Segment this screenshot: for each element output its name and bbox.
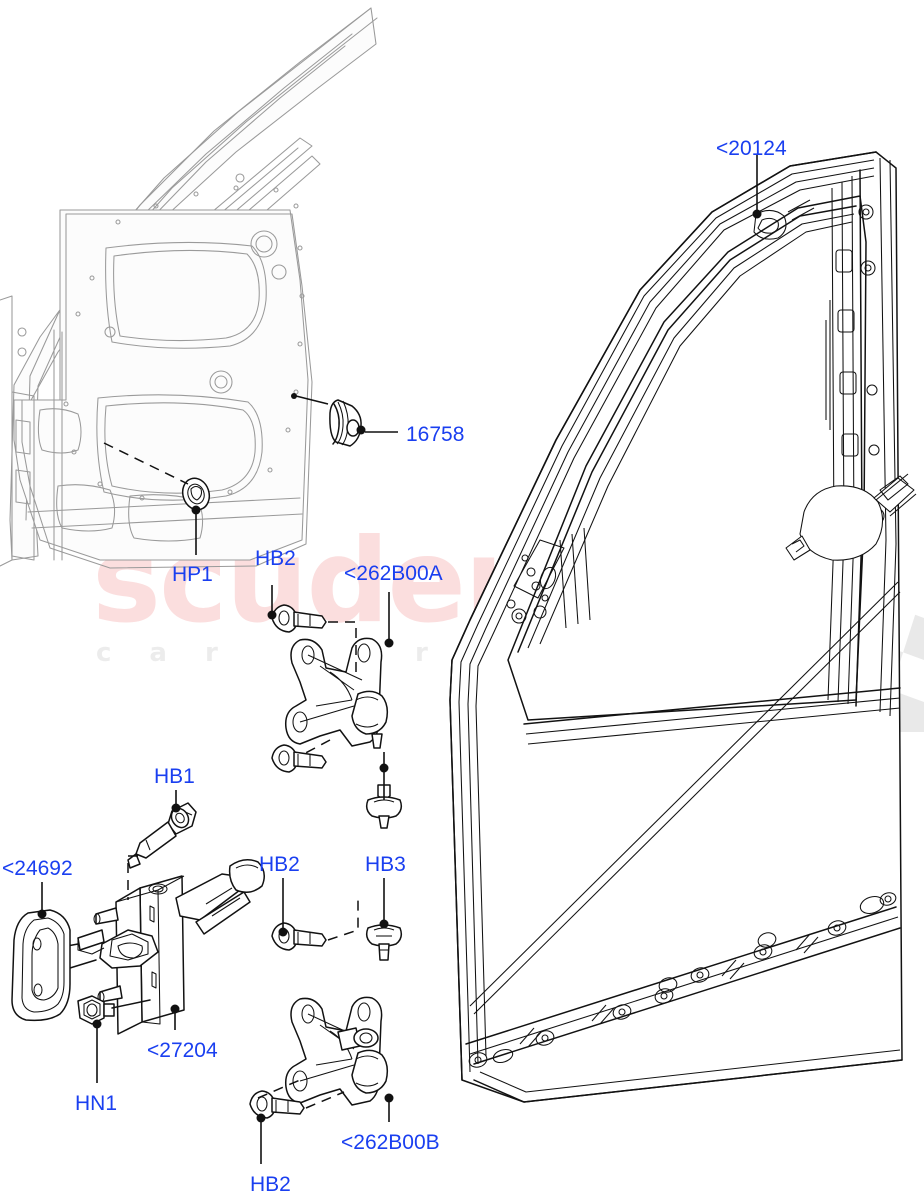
check-arm-nut-drawing <box>77 995 151 1025</box>
leader-lines <box>37 155 762 1164</box>
assembly-dashed-lines <box>103 442 359 1109</box>
callout-20124[interactable]: <20124 <box>716 137 787 160</box>
hinge-bolt-hb2-mid-drawing <box>271 922 327 951</box>
callout-hb2-lower[interactable]: HB2 <box>250 1173 291 1196</box>
grommet-drawing <box>329 399 362 447</box>
check-arm-bolt-hb1-drawing <box>127 802 197 869</box>
callout-hb1[interactable]: HB1 <box>154 765 195 788</box>
door-handle-shape <box>785 473 917 561</box>
check-arm-cover-drawing <box>11 909 71 1022</box>
callout-hb2-upper[interactable]: HB2 <box>255 547 296 570</box>
blanking-plug-drawing <box>181 477 211 511</box>
door-outer-panel-drawing <box>449 151 917 1103</box>
hinge-bolt-hb2-upper-drawing <box>271 604 327 633</box>
callout-hb2-mid[interactable]: HB2 <box>259 853 300 876</box>
upper-hinge-drawing <box>284 637 389 749</box>
door-check-arm-drawing <box>55 859 265 1035</box>
callout-hn1[interactable]: HN1 <box>75 1092 118 1115</box>
callout-262b00a[interactable]: <262B00A <box>344 562 443 585</box>
callout-24692[interactable]: <24692 <box>2 857 73 880</box>
hinge-bolt-hb2-mid-upper-drawing <box>271 744 327 773</box>
callout-16758[interactable]: 16758 <box>406 423 465 446</box>
callout-27204[interactable]: <27204 <box>147 1039 218 1062</box>
callout-hp1[interactable]: HP1 <box>172 563 213 586</box>
callout-262b00b[interactable]: <262B00B <box>341 1131 440 1154</box>
lower-hinge-drawing <box>284 996 389 1106</box>
callout-hb3[interactable]: HB3 <box>365 853 406 876</box>
hinge-pin-hb3-lower-drawing <box>365 924 403 961</box>
hinge-bolt-hb2-lower-drawing <box>249 1090 305 1119</box>
door-inner-frame-drawing <box>0 7 378 569</box>
